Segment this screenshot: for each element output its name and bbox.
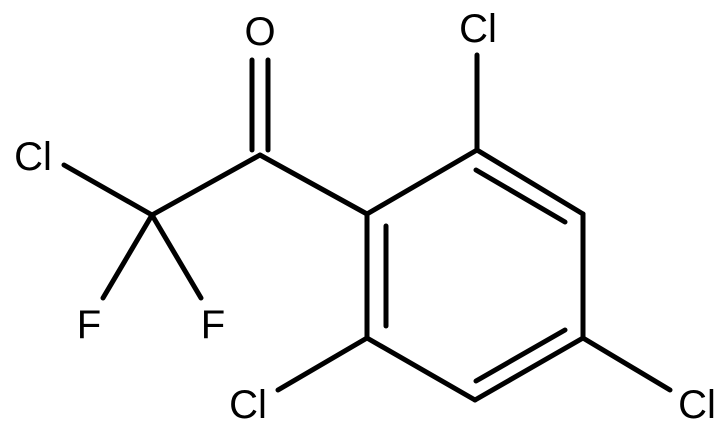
atom-chlorine-ring-para: Cl [678,383,716,427]
bond-ring-cl-para [580,335,673,393]
bonds [61,52,673,403]
bond-cf-f-right [149,212,204,301]
atom-fluorine-left: F [77,303,101,347]
atom-fluorine-right: F [201,303,225,347]
bond-ring-4 [472,335,586,403]
bond-ring-inner-1 [473,167,568,225]
atom-chlorine-ring-top: Cl [459,7,497,51]
bond-ring-inner-2 [473,327,568,384]
bond-cf-f-left [100,212,155,301]
bond-cf-cl [61,162,155,218]
atom-chlorine-ring-bottom: Cl [229,383,267,427]
bond-ring-1 [364,147,480,217]
atom-labels: O Cl F F Cl Cl Cl [14,7,716,427]
atom-chlorine-alpha: Cl [14,135,52,179]
bond-co-cf [149,152,263,218]
atom-oxygen: O [244,10,275,54]
bond-ring-cl-bottom [275,335,370,393]
bond-ring-2 [474,147,586,217]
bond-ring-5 [364,335,478,403]
bond-co-ring [257,152,370,217]
